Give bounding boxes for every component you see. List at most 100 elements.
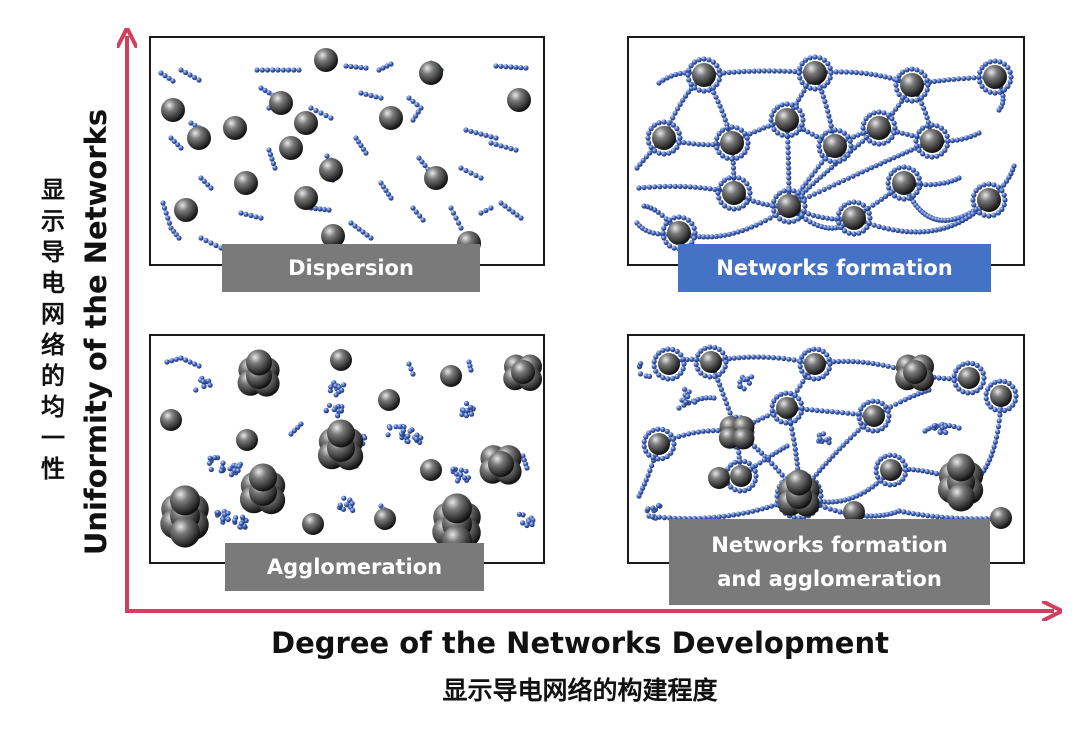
filler-bead (777, 190, 783, 196)
filler-bead (737, 458, 743, 464)
filler-bead (722, 117, 728, 123)
filler-bead (823, 460, 829, 466)
filler-bead (786, 170, 792, 176)
filler-bead (744, 135, 750, 141)
filler-bead (977, 79, 983, 85)
filler-bead (1002, 407, 1008, 414)
filler-bead (976, 130, 982, 136)
filler-bead (712, 344, 718, 351)
filler-bead (995, 210, 1001, 216)
filler-bead (718, 386, 724, 393)
filler-bead (208, 466, 214, 473)
filler-bead (677, 70, 683, 77)
filler-bead (846, 200, 852, 206)
filler-bead (771, 398, 777, 404)
filler-bead (756, 127, 762, 133)
filler-bead (225, 510, 231, 516)
filler-bead (752, 444, 758, 450)
filler-bead (663, 221, 669, 227)
filler-bead (691, 430, 697, 436)
filler-bead (723, 359, 729, 365)
filler-bead (985, 400, 991, 406)
filler-bead (807, 55, 813, 61)
filler-bead (945, 138, 951, 144)
filler-bead (949, 138, 956, 144)
filler-bead (797, 363, 803, 370)
filler-bead (647, 468, 653, 474)
filler-bead (258, 215, 264, 221)
filler-bead (227, 466, 233, 472)
filler-bead (358, 142, 364, 149)
particle (823, 134, 847, 158)
filler-bead (736, 175, 742, 181)
filler-bead (176, 235, 182, 241)
filler-bead (941, 77, 947, 83)
filler-bead (766, 68, 772, 74)
panel-agglomeration (149, 334, 545, 564)
filler-bead (653, 368, 659, 374)
filler-bead (951, 372, 957, 379)
filler-bead (792, 446, 798, 452)
particle (720, 131, 744, 155)
filler-bead (976, 74, 982, 80)
filler-bead (833, 449, 839, 455)
filler-bead (792, 392, 798, 398)
filler-bead (881, 140, 887, 146)
filler-bead (974, 362, 980, 368)
filler-bead (810, 212, 816, 218)
filler-bead (745, 140, 751, 146)
filler-bead (999, 206, 1005, 212)
y-axis-label-cn-char: 显 (41, 176, 65, 204)
filler-bead (970, 197, 976, 203)
filler-bead (891, 155, 897, 161)
filler-bead (406, 361, 412, 367)
filler-bead (660, 77, 666, 83)
filler-bead (641, 438, 647, 445)
filler-bead (323, 407, 329, 413)
filler-bead (892, 452, 898, 459)
filler-bead (656, 502, 662, 508)
filler-bead (946, 77, 952, 83)
filler-bead (994, 434, 1000, 440)
filler-bead (929, 122, 935, 128)
filler-bead (788, 419, 794, 426)
filler-bead (201, 178, 207, 184)
filler-bead (200, 379, 206, 385)
filler-bead (752, 129, 758, 135)
filler-bead (680, 356, 686, 362)
filler-bead (356, 226, 362, 232)
filler-bead (823, 130, 829, 136)
filler-bead (956, 175, 962, 181)
label-dispersion: Dispersion (222, 244, 480, 292)
filler-bead (963, 135, 969, 141)
filler-bead (498, 63, 504, 69)
filler-bead (728, 462, 734, 468)
filler-bead (923, 182, 929, 188)
filler-bead (510, 209, 516, 215)
filler-bead (270, 67, 276, 73)
filler-bead (454, 471, 460, 477)
filler-bead (768, 117, 774, 123)
filler-bead (871, 140, 877, 146)
filler-bead (692, 230, 698, 236)
particle (804, 353, 826, 375)
filler-bead (970, 360, 976, 367)
filler-bead (670, 122, 676, 128)
filler-bead (248, 212, 254, 219)
filler-bead (870, 428, 876, 434)
filler-bead (896, 480, 902, 486)
filler-bead (478, 210, 484, 216)
filler-bead (266, 147, 272, 153)
particle (863, 405, 885, 427)
filler-bead (811, 376, 817, 382)
particle (977, 188, 1001, 212)
filler-bead (786, 180, 792, 186)
filler-bead (401, 424, 407, 430)
filler-bead (910, 467, 917, 473)
filler-bead (878, 478, 884, 484)
filler-bead (634, 165, 640, 171)
filler-bead (760, 201, 766, 207)
filler-bead (885, 226, 892, 232)
filler-bead (516, 511, 522, 517)
